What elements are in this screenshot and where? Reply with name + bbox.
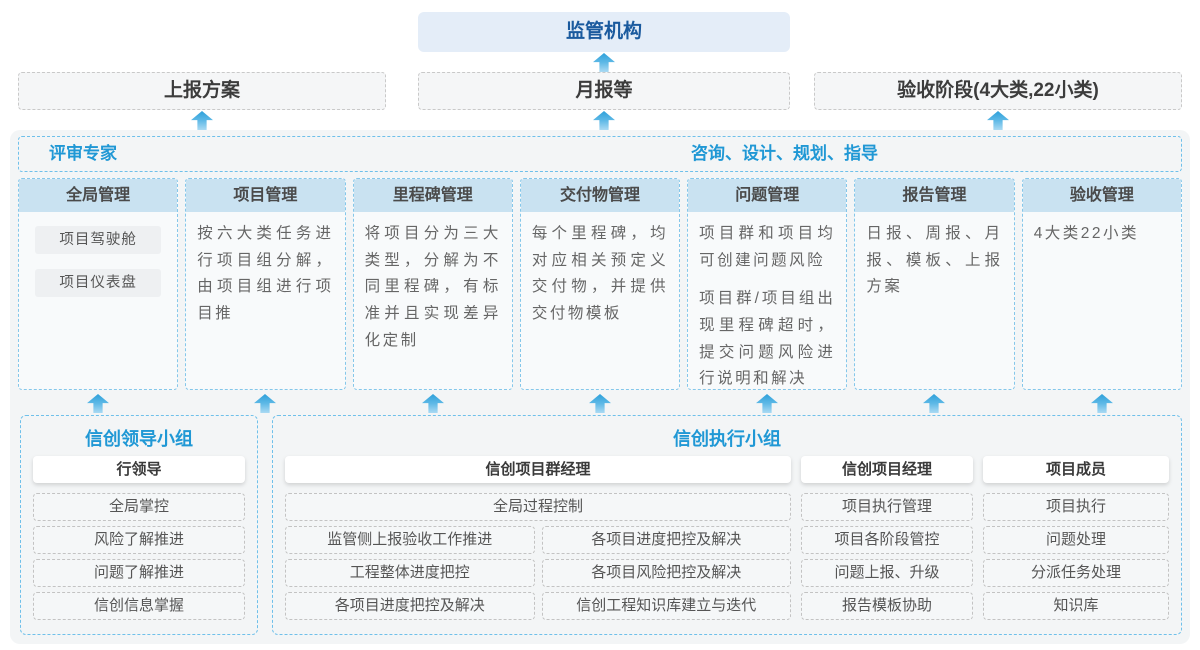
role-pill-project-member: 项目成员: [983, 456, 1169, 483]
module-column-global: 全局管理 项目驾驶舱 项目仪表盘: [18, 178, 179, 390]
duty-item: 各项目进度把控及解决: [541, 526, 791, 554]
column-title: 验收管理: [1022, 179, 1181, 212]
up-arrow-icon: [589, 394, 611, 413]
column-title: 项目管理: [186, 179, 345, 212]
expert-bar-right-label: 咨询、设计、规划、指导: [691, 144, 878, 163]
column-text: 项目群/项目组出现里程碑超时，提交问题风险进行说明和解决: [699, 290, 836, 388]
up-arrow-icon: [422, 394, 444, 413]
duty-item: 各项目风险把控及解决: [541, 559, 791, 587]
exec-group-box: 信创执行小组 信创项目群经理 全局过程控制 监管侧上报验收工作推进 各项目进度把…: [272, 415, 1182, 635]
up-arrow-icon: [987, 111, 1009, 130]
duty-item: 问题处理: [983, 526, 1169, 554]
duty-item: 全局掌控: [33, 493, 245, 521]
column-text: 项目群和项目均可创建问题风险: [699, 225, 836, 269]
leader-group-title: 信创领导小组: [85, 429, 193, 449]
duty-item: 工程整体进度把控: [285, 559, 535, 587]
module-column-acceptance: 验收管理 4大类22小类: [1021, 178, 1182, 390]
column-text: 日报、周报、月报、模板、上报方案: [866, 225, 1003, 296]
regulator-box: 监管机构: [418, 12, 790, 52]
module-column-milestone: 里程碑管理 将项目分为三大类型，分解为不同里程碑，有标准并且实现差异化定制: [352, 178, 513, 390]
column-title: 里程碑管理: [353, 179, 512, 212]
duty-item: 问题上报、升级: [801, 559, 973, 587]
up-arrow-icon: [593, 111, 615, 130]
up-arrow-icon: [1091, 394, 1113, 413]
duty-item: 知识库: [983, 592, 1169, 620]
column-title: 问题管理: [688, 179, 847, 212]
module-column-report: 报告管理 日报、周报、月报、模板、上报方案: [854, 178, 1015, 390]
leader-group-box: 信创领导小组 行领导 全局掌控 风险了解推进 问题了解推进 信创信息掌握: [20, 415, 258, 635]
module-columns: 全局管理 项目驾驶舱 项目仪表盘 项目管理 按六大类任务进行项目组分解，由项目组…: [18, 178, 1182, 390]
report-box-acceptance: 验收阶段(4大类,22小类): [814, 72, 1182, 110]
platform-container: 评审专家 咨询、设计、规划、指导 全局管理 项目驾驶舱 项目仪表盘 项目管理 按…: [10, 130, 1190, 644]
module-column-deliverable: 交付物管理 每个里程碑，均对应相关预定义交付物，并提供交付物模板: [519, 178, 681, 390]
duty-item: 项目各阶段管控: [801, 526, 973, 554]
up-arrow-icon: [254, 394, 276, 413]
report-box-plan: 上报方案: [18, 72, 386, 110]
duty-item: 问题了解推进: [33, 559, 245, 587]
column-pill: 项目驾驶舱: [35, 226, 162, 254]
up-arrow-icon: [191, 111, 213, 130]
duty-item: 风险了解推进: [33, 526, 245, 554]
report-box-monthly: 月报等: [418, 72, 790, 110]
project-manager-section: 信创项目经理 项目执行管理 项目各阶段管控 问题上报、升级 报告模板协助: [801, 456, 973, 625]
project-member-section: 项目成员 项目执行 问题处理 分派任务处理 知识库: [983, 456, 1169, 625]
role-pill-program-manager: 信创项目群经理: [285, 456, 791, 483]
column-title: 交付物管理: [520, 179, 680, 212]
role-pill-project-manager: 信创项目经理: [801, 456, 973, 483]
up-arrow-icon: [923, 394, 945, 413]
up-arrow-icon: [756, 394, 778, 413]
up-arrow-icon: [87, 394, 109, 413]
expert-bar-left-label: 评审专家: [49, 144, 117, 163]
program-manager-section: 信创项目群经理 全局过程控制 监管侧上报验收工作推进 各项目进度把控及解决 工程…: [285, 456, 791, 625]
column-title: 全局管理: [19, 179, 178, 212]
column-text: 将项目分为三大类型，分解为不同里程碑，有标准并且实现差异化定制: [364, 225, 501, 349]
column-pill: 项目仪表盘: [35, 269, 162, 297]
role-pill-bank-leader: 行领导: [33, 456, 245, 483]
expert-bar: 评审专家 咨询、设计、规划、指导: [18, 136, 1182, 172]
column-title: 报告管理: [855, 179, 1014, 212]
duty-item: 全局过程控制: [285, 493, 791, 521]
duty-item: 项目执行: [983, 493, 1169, 521]
exec-group-title: 信创执行小组: [673, 429, 781, 449]
up-arrow-icon: [593, 53, 615, 72]
duty-item: 各项目进度把控及解决: [285, 592, 535, 620]
column-text: 按六大类任务进行项目组分解，由项目组进行项目推: [197, 225, 334, 322]
duty-item: 监管侧上报验收工作推进: [285, 526, 535, 554]
duty-item: 分派任务处理: [983, 559, 1169, 587]
column-text: 4大类22小类: [1033, 225, 1140, 242]
duty-item: 信创工程知识库建立与迭代: [541, 592, 791, 620]
column-text: 每个里程碑，均对应相关预定义交付物，并提供交付物模板: [531, 225, 669, 322]
module-column-issue: 问题管理 项目群和项目均可创建问题风险 项目群/项目组出现里程碑超时，提交问题风…: [687, 178, 848, 390]
duty-item: 报告模板协助: [801, 592, 973, 620]
duty-item: 信创信息掌握: [33, 592, 245, 620]
duty-item: 项目执行管理: [801, 493, 973, 521]
module-column-project: 项目管理 按六大类任务进行项目组分解，由项目组进行项目推: [185, 178, 346, 390]
